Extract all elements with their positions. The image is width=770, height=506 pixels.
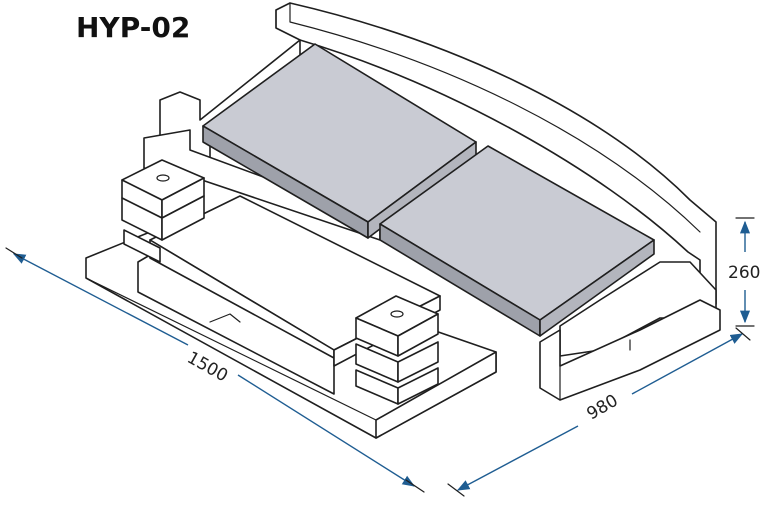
right-pedestal — [355, 295, 439, 405]
right-end-block — [539, 261, 721, 401]
model-title: HYP-02 — [76, 11, 190, 44]
left-rail — [143, 39, 381, 241]
height-label: 260 — [728, 263, 760, 283]
left-pedestal — [121, 159, 205, 263]
width-label: 980 — [584, 391, 622, 425]
dimension-height: 260 — [728, 217, 760, 327]
gray-slab-2 — [379, 145, 655, 337]
